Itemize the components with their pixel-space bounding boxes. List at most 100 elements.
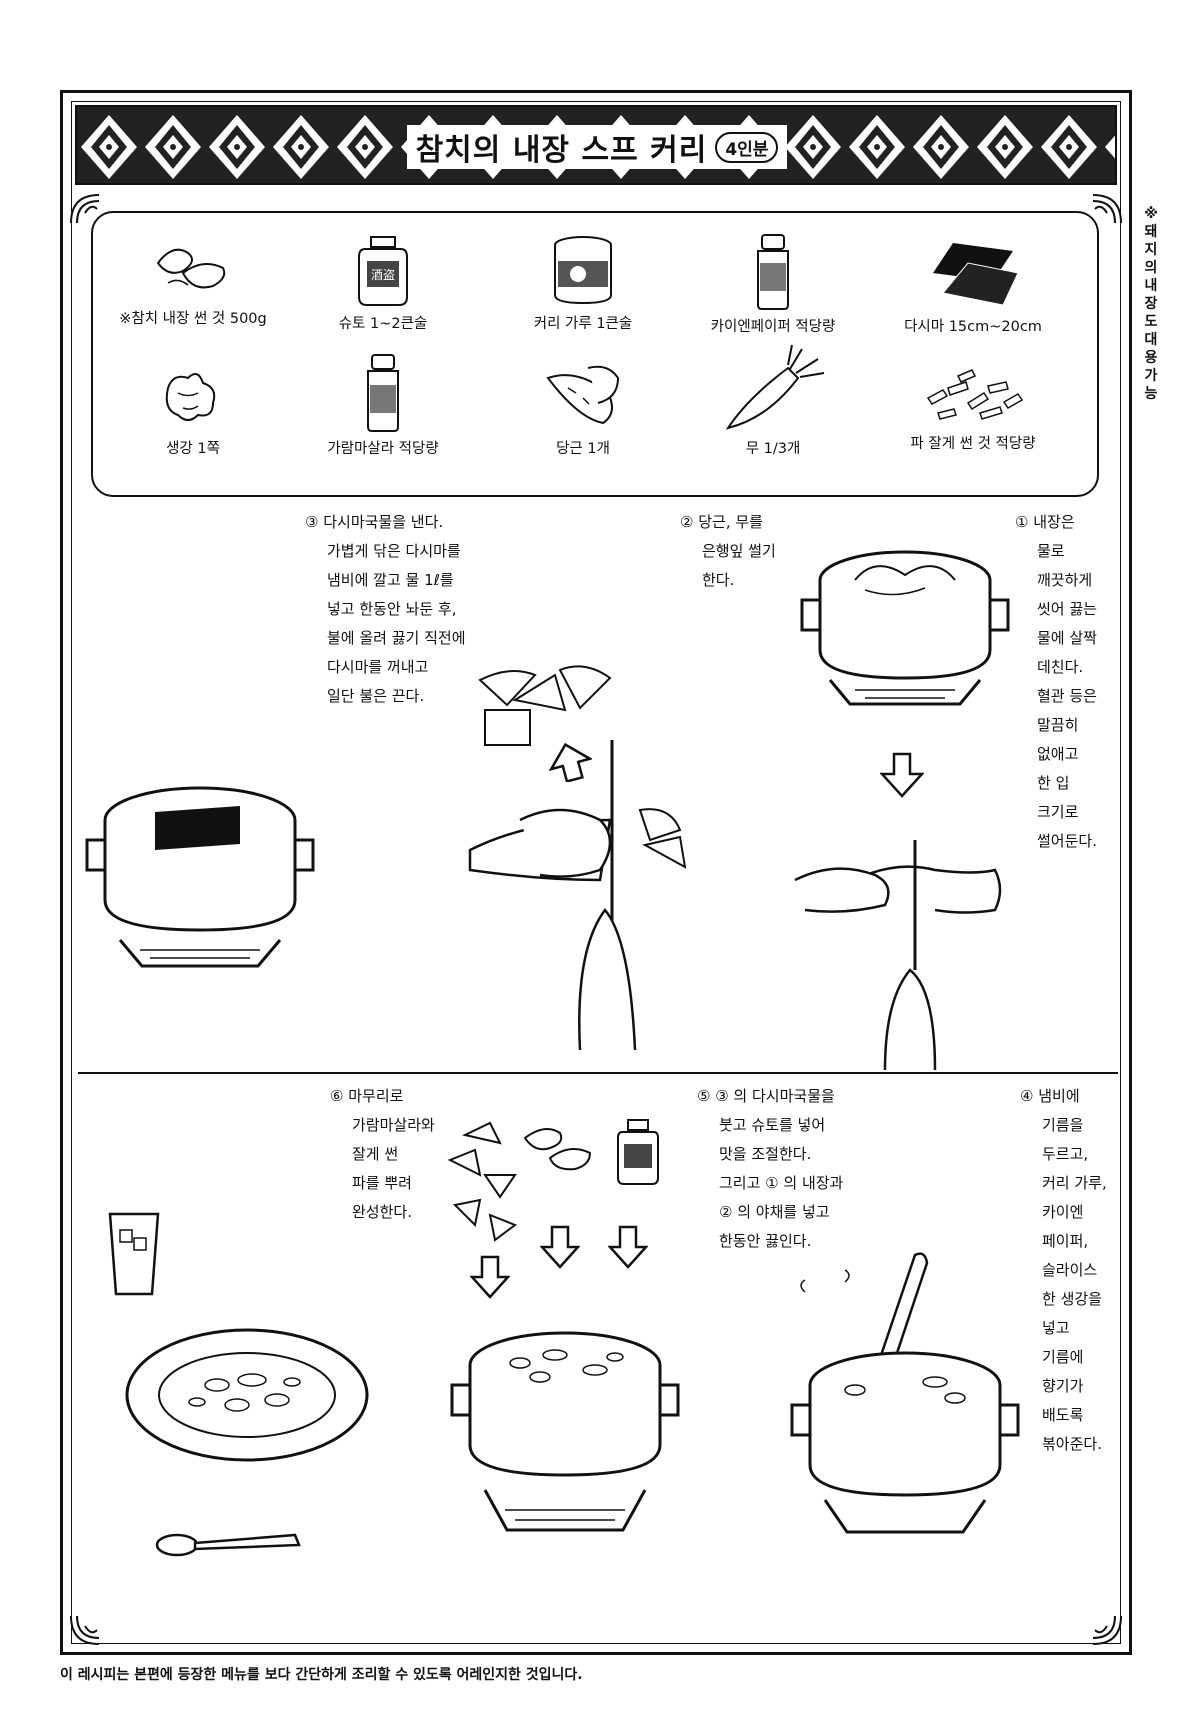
step-2-text: ② 당근, 무를 은행잎 썰기 한다.: [680, 508, 776, 595]
pot-with-kelp-icon: [85, 786, 315, 968]
step-line: 완성한다.: [352, 1203, 412, 1221]
ingredient-item: ※참치 내장 썬 것 500g: [103, 233, 283, 328]
ingredients-box: ※참치 내장 썬 것 500g 酒盗 슈토 1~2큰술 커리 가루 1큰술: [91, 211, 1099, 497]
ingredient-label: 카이엔페이퍼 적당량: [710, 319, 836, 335]
step-line: 가람마살라와: [352, 1116, 435, 1134]
step-line: 한동안 끓인다.: [719, 1232, 812, 1250]
step-line: 파를 뿌려: [352, 1174, 412, 1192]
step-line: 페이퍼,: [1042, 1232, 1089, 1250]
step-line: 썰어둔다.: [1037, 832, 1097, 850]
tuna-offal-icon: [156, 248, 226, 289]
step-line: ⑥ 마무리로: [330, 1087, 404, 1105]
step-line: 다시마를 꺼내고: [327, 658, 429, 676]
ingredient-label: ※참치 내장 썬 것 500g: [119, 311, 267, 327]
footer-note: 이 레시피는 본편에 등장한 메뉴를 보다 간단하게 조리할 수 있도록 어레인…: [60, 1667, 583, 1683]
step-line: 한 입: [1037, 774, 1070, 792]
ingredient-label: 당근 1개: [556, 441, 610, 457]
ingredient-item: 커리 가루 1큰술: [493, 233, 673, 333]
step-line: 일단 불은 끈다.: [327, 687, 425, 705]
step-line: 없애고: [1037, 745, 1079, 763]
hands-cutting-carrot-icon: [468, 740, 687, 1050]
ingredient-item: 酒盗 슈토 1~2큰술: [293, 233, 473, 333]
step-line: 카이엔: [1042, 1203, 1084, 1221]
hands-cutting-offal-icon: [794, 840, 1002, 1070]
step-line: 그리고 ① 의 내장과: [719, 1174, 844, 1192]
step-line: 붓고 슈토를 넣어: [719, 1116, 826, 1134]
pot-with-offal-icon: [800, 550, 1010, 706]
pot-with-spatula-icon: [790, 1252, 1020, 1534]
soup-plate-icon: [125, 1328, 369, 1462]
title-box: 참치의 내장 스프 커리 4인분: [407, 125, 787, 169]
corner-ornament-icon: [70, 194, 100, 224]
step-line: 기름을: [1042, 1116, 1084, 1134]
step-line: 커리 가루,: [1042, 1174, 1107, 1192]
step-line: 물에 살짝: [1037, 629, 1097, 647]
step-line: ④ 냄비에: [1020, 1087, 1080, 1105]
ingredient-label: 슈토 1~2큰술: [338, 316, 428, 332]
carrot-icon: [546, 365, 620, 425]
chopped-green-onion-icon: [926, 369, 1024, 420]
step-line: 볶아준다.: [1042, 1435, 1102, 1453]
step-line: 배도록: [1042, 1406, 1084, 1424]
ingredient-label: 무 1/3개: [745, 441, 801, 457]
step-3-text: ③ 다시마국물을 낸다. 가볍게 닦은 다시마를 냄비에 깔고 물 1ℓ를 넣고…: [305, 508, 466, 711]
radish-icon: [725, 344, 825, 430]
step-1-text: ① 내장은 물로 깨끗하게 씻어 끓는 물에 살짝 데친다. 혈관 등은 말끔히…: [1015, 508, 1097, 856]
step-line: ③ 다시마국물을 낸다.: [305, 513, 444, 531]
pot-with-soup-icon: [450, 1331, 680, 1532]
ingredient-item: 다시마 15cm~20cm: [883, 233, 1063, 336]
ingredient-item: 생강 1쪽: [103, 363, 283, 458]
ingredient-item: 무 1/3개: [683, 343, 863, 458]
step-line: 맛을 조절한다.: [719, 1145, 812, 1163]
recipe-frame: 참치의 내장 스프 커리 4인분 ※참치 내장 썬 것 500g: [60, 90, 1132, 1655]
up-arrow-icon: [548, 742, 592, 782]
spoon-icon: [155, 1533, 301, 1557]
step-line: 깨끗하게: [1037, 571, 1093, 589]
step-line: 두르고,: [1042, 1145, 1089, 1163]
step-line: 냄비에 깔고 물 1ℓ를: [327, 571, 454, 589]
shuto-jar-icon: 酒盗: [358, 236, 408, 306]
step-line: 향기가: [1042, 1377, 1084, 1395]
step-line: 넣고 한동안 놔둔 후,: [327, 600, 457, 618]
down-arrow-icon: [470, 1255, 510, 1299]
step-line: 기름에: [1042, 1348, 1084, 1366]
ingredient-item: 가람마살라 적당량: [293, 353, 473, 458]
down-arrow-icon: [608, 1225, 648, 1269]
step-line: ② 의 야채를 넣고: [719, 1203, 830, 1221]
water-glass-icon: [108, 1212, 160, 1296]
step-line: 크기로: [1037, 803, 1079, 821]
step-line: 잘게 썬: [352, 1145, 399, 1163]
step-4-text: ④ 냄비에 기름을 두르고, 커리 가루, 카이엔 페이퍼, 슬라이스 한 생강…: [1020, 1082, 1107, 1459]
ingredient-item: 당근 1개: [493, 358, 673, 458]
serving-badge: 4인분: [715, 131, 779, 163]
step-line: 한 생강을: [1042, 1290, 1102, 1308]
down-arrow-icon: [880, 752, 924, 798]
recipe-title: 참치의 내장 스프 커리: [415, 133, 708, 168]
step-5-text: ⑤ ③ 의 다시마국물을 붓고 슈토를 넣어 맛을 조절한다. 그리고 ① 의 …: [697, 1082, 843, 1256]
green-onion-garnish-icon: [447, 1121, 518, 1242]
step-6-text: ⑥ 마무리로 가람마살라와 잘게 썬 파를 뿌려 완성한다.: [330, 1082, 435, 1227]
step-line: 넣고: [1042, 1319, 1070, 1337]
down-arrow-icon: [540, 1225, 580, 1269]
step-line: 씻어 끓는: [1037, 600, 1097, 618]
inner-border: [71, 101, 1121, 1644]
shuto-jar-icon: [617, 1119, 659, 1185]
title-banner: 참치의 내장 스프 커리 4인분: [75, 105, 1117, 185]
offal-pieces-icon: [523, 1128, 592, 1171]
side-note: ※돼지의 내장도 대용 가능: [1144, 206, 1158, 402]
svg-text:酒盗: 酒盗: [371, 267, 395, 282]
corner-ornament-icon: [1092, 1615, 1122, 1645]
ingredient-item: 파 잘게 썬 것 적당량: [883, 358, 1063, 453]
corner-ornament-icon: [70, 1615, 100, 1645]
ingredient-label: 생강 1쪽: [166, 441, 220, 457]
step-line: 불에 올려 끓기 직전에: [327, 629, 466, 647]
curry-powder-can-icon: [554, 236, 612, 305]
corner-ornament-icon: [1092, 194, 1122, 224]
step-line: 물로: [1037, 542, 1065, 560]
ingredient-label: 다시마 15cm~20cm: [904, 319, 1042, 335]
step-line: 가볍게 닦은 다시마를: [327, 542, 461, 560]
ginger-icon: [165, 373, 216, 421]
ingredient-label: 파 잘게 썬 것 적당량: [910, 436, 1036, 452]
section-divider: [78, 1072, 1118, 1074]
kelp-icon: [933, 243, 1019, 306]
